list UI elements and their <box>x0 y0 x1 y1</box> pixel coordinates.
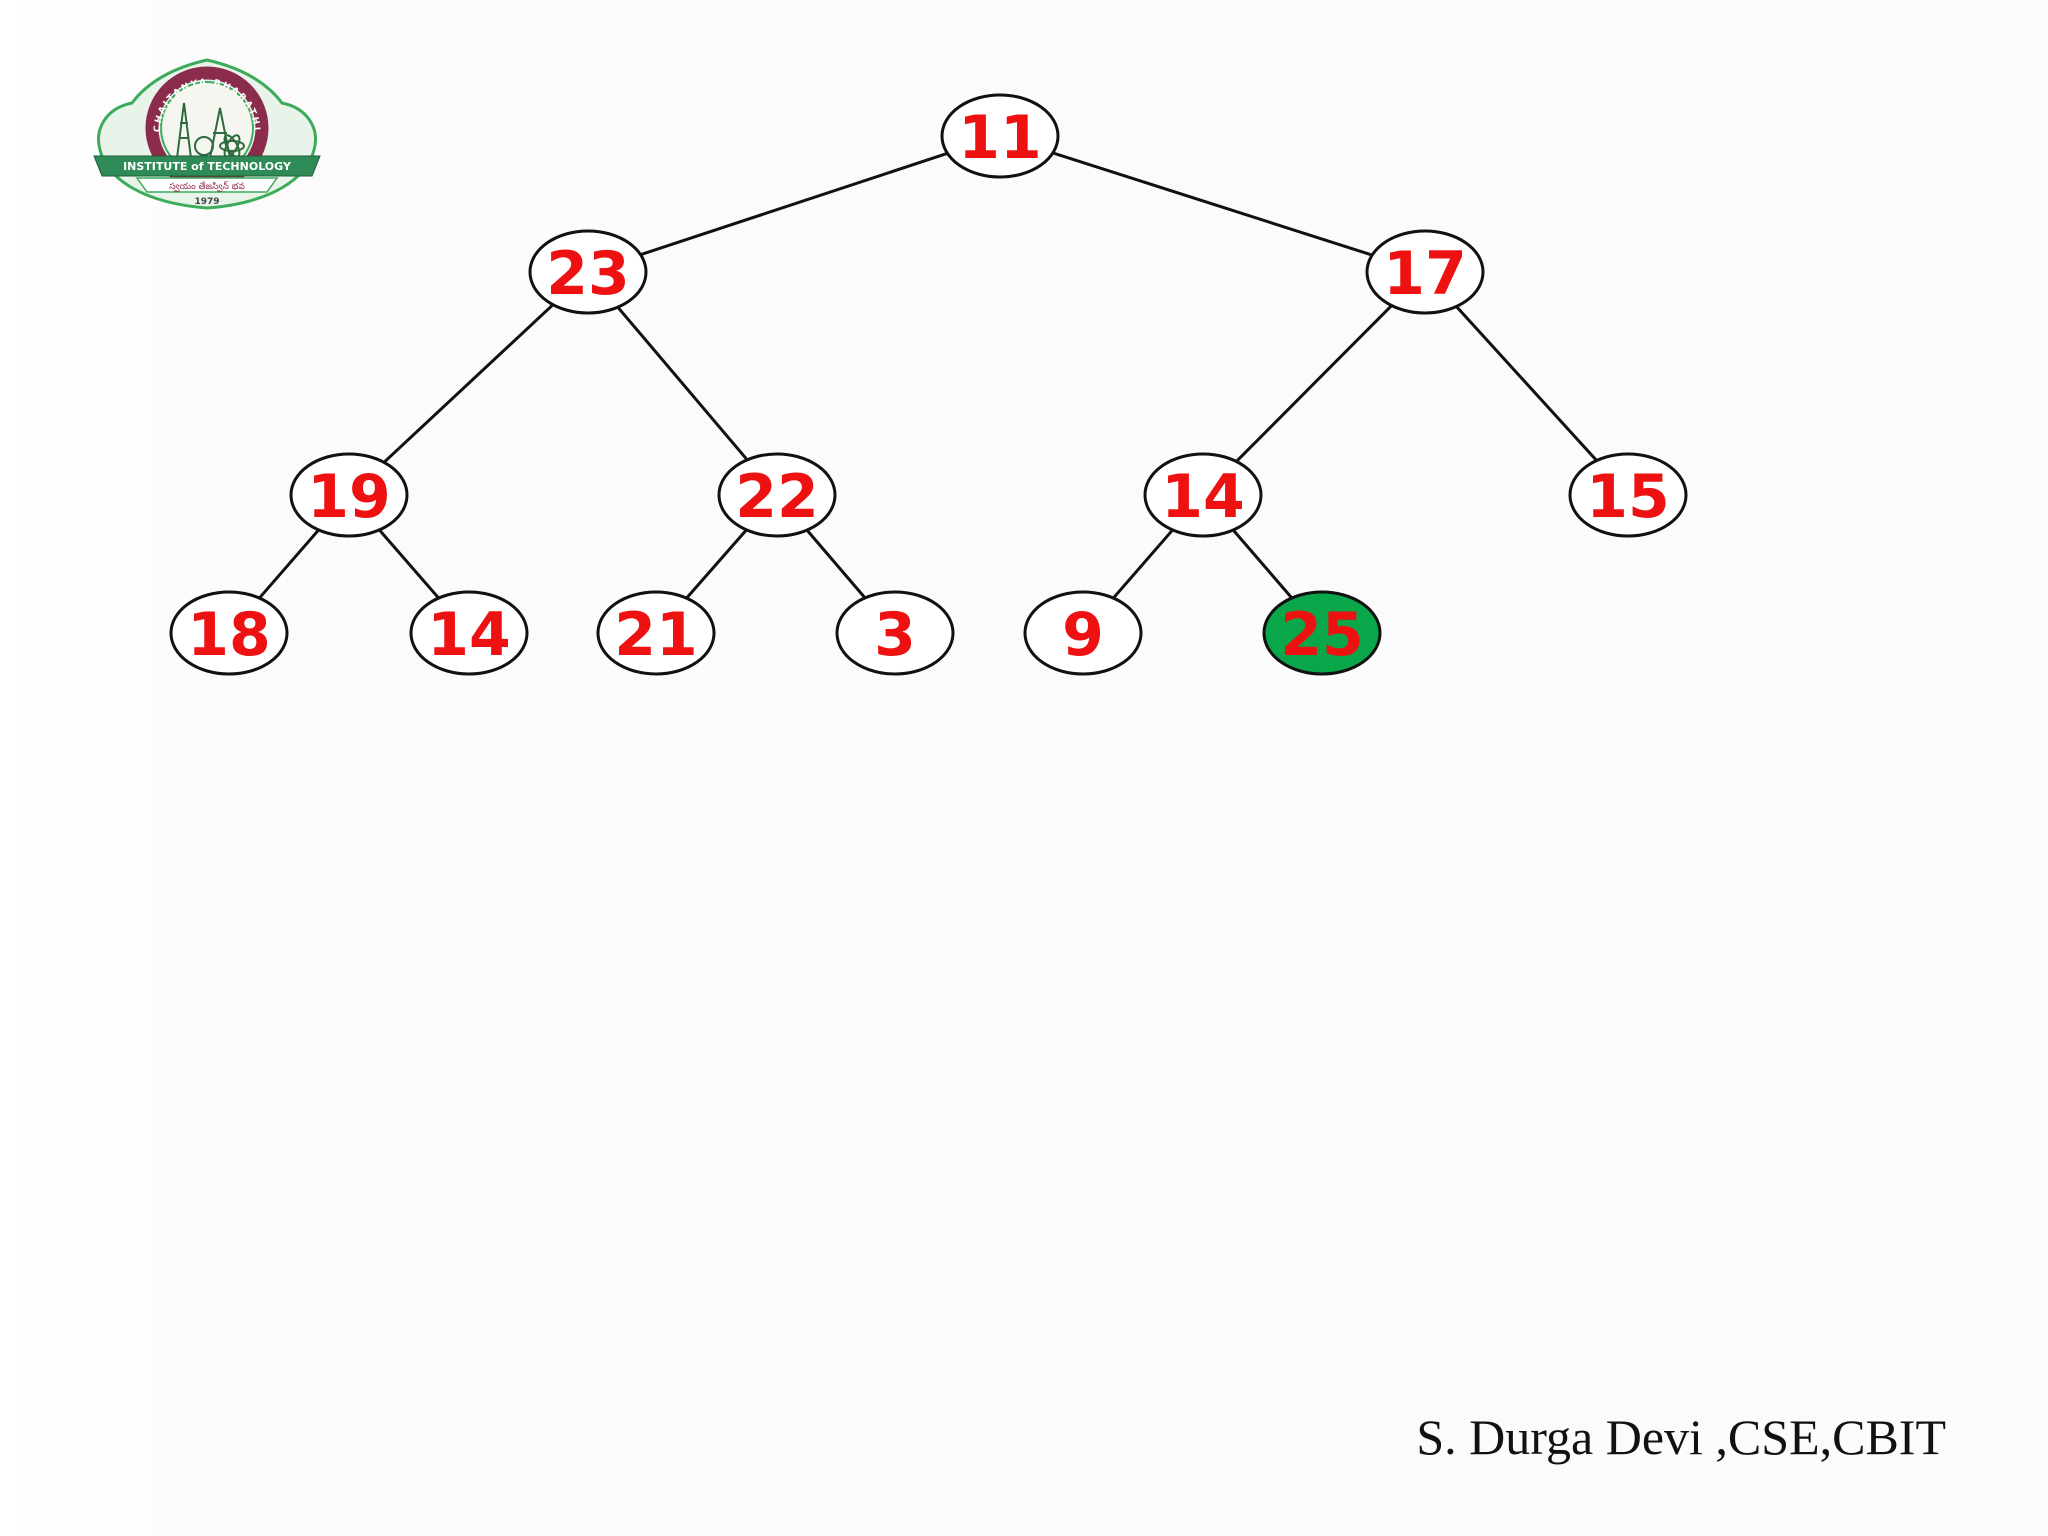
tree-edge-n4-n10 <box>805 529 867 599</box>
footer-credit: S. Durga Devi ,CSE,CBIT <box>1416 1409 1946 1465</box>
tree-node-label: 17 <box>1383 239 1467 309</box>
tree-edge-n1-n4 <box>616 306 749 461</box>
tree-edges <box>258 151 1598 600</box>
tree-edge-n5-n11 <box>1112 528 1174 600</box>
tree-node-label: 3 <box>874 600 916 670</box>
tree-node-circle <box>1568 452 1688 538</box>
cbit-logo: CHAITANYA BHARATHI INSTITUTE of TECHNOLO… <box>93 58 321 210</box>
tree-node-circle <box>835 590 955 676</box>
logo-banner <box>93 155 321 177</box>
tree-node: 19 <box>289 452 409 538</box>
tree-node-circle <box>596 590 716 676</box>
tree-node-circle <box>289 452 409 538</box>
tree-node: 14 <box>409 590 529 676</box>
tree-edge-n2-n5 <box>1235 304 1393 463</box>
tree-node: 17 <box>1365 229 1485 315</box>
tree-node: 3 <box>835 590 955 676</box>
tree-edge-n3-n8 <box>378 528 440 600</box>
tree-edge-n3-n7 <box>258 528 320 600</box>
tree-node-circle <box>1143 452 1263 538</box>
tree-node-label: 11 <box>958 103 1042 173</box>
tree-node-label: 18 <box>187 600 271 670</box>
tree-node-label: 14 <box>427 600 511 670</box>
logo-motto: స్వయం తేజస్విన్ భవ <box>169 181 245 193</box>
logo-year: 1979 <box>194 197 219 207</box>
tree-nodes: 11 23 17 19 22 14 15 18 14 21 3 9 25 <box>169 93 1688 676</box>
tree-node-label: 9 <box>1062 600 1104 670</box>
tree-edge-n4-n9 <box>685 528 748 600</box>
tree-node: 21 <box>596 590 716 676</box>
tree-edge-n0-n1 <box>640 151 948 257</box>
tree-node: 25 <box>1262 590 1382 676</box>
tree-node: 18 <box>169 590 289 676</box>
tree-node: 22 <box>717 452 837 538</box>
tree-node-label: 14 <box>1161 462 1245 532</box>
tree-node: 9 <box>1023 590 1143 676</box>
tree-node-label: 15 <box>1586 462 1670 532</box>
tree-node-circle <box>940 93 1060 179</box>
tree-node: 23 <box>528 229 648 315</box>
tree-node-circle-highlighted <box>1262 590 1382 676</box>
tree-node-label: 25 <box>1280 600 1364 670</box>
tree-node-label: 21 <box>614 600 698 670</box>
tree-node-circle <box>1365 229 1485 315</box>
tree-node-circle <box>1023 590 1143 676</box>
tree-node: 14 <box>1143 452 1263 538</box>
tree-edge-n2-n6 <box>1455 305 1598 462</box>
tree-node: 15 <box>1568 452 1688 538</box>
tree-node-label: 19 <box>307 462 391 532</box>
tree-node-label: 23 <box>546 239 630 309</box>
tree-node: 11 <box>940 93 1060 179</box>
tree-edge-n5-n12 <box>1232 529 1293 599</box>
tree-edge-n0-n2 <box>1052 151 1373 257</box>
tree-edge-n1-n3 <box>383 303 554 464</box>
tree-node-circle <box>169 590 289 676</box>
logo-emblem <box>176 102 245 159</box>
logo-banner-text: INSTITUTE of TECHNOLOGY <box>123 160 292 173</box>
tree-node-circle <box>717 452 837 538</box>
tree-node-label: 22 <box>735 462 819 532</box>
tree-node-circle <box>528 229 648 315</box>
tree-node-circle <box>409 590 529 676</box>
